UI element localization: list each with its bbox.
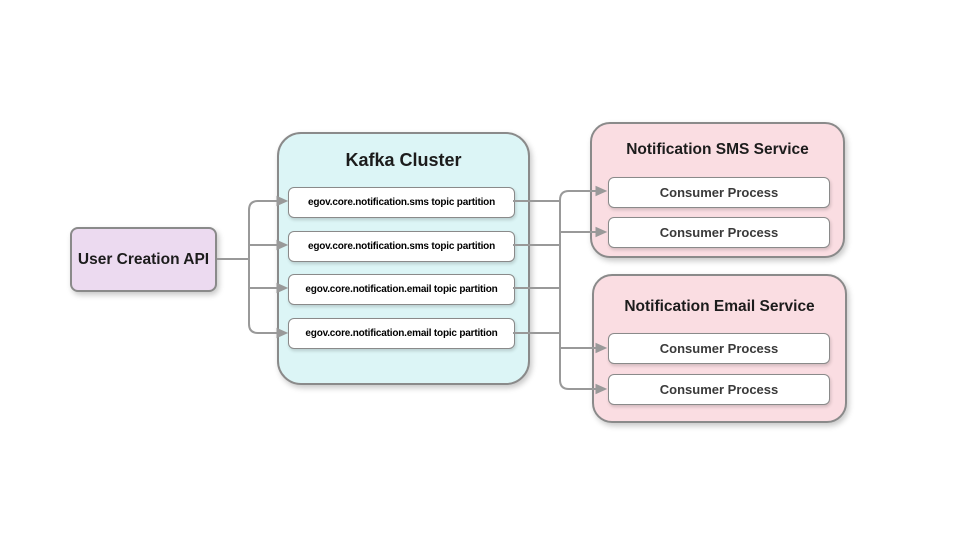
connector-left-trunk [248,200,279,334]
user-creation-api-node: User Creation API [70,227,217,292]
kafka-cluster-node: Kafka Cluster egov.core.notification.sms… [277,132,530,385]
notification-sms-service-node: Notification SMS Service Consumer Proces… [590,122,845,258]
email-consumer-process-2: Consumer Process [608,374,830,405]
email-service-title: Notification Email Service [624,298,815,315]
topic-partition-email-1: egov.core.notification.email topic parti… [288,274,515,305]
topic-partition-sms-1: egov.core.notification.sms topic partiti… [288,187,515,218]
user-creation-api-label: User Creation API [77,250,210,268]
notification-email-service-node: Notification Email Service Consumer Proc… [592,274,847,423]
topic-partition-sms-2: egov.core.notification.sms topic partiti… [288,231,515,262]
kafka-cluster-title: Kafka Cluster [345,150,462,170]
topic-partition-email-2: egov.core.notification.email topic parti… [288,318,515,349]
sms-consumer-process-2: Consumer Process [608,217,830,248]
sms-service-title: Notification SMS Service [626,141,809,158]
email-consumer-process-1: Consumer Process [608,333,830,364]
sms-consumer-process-1: Consumer Process [608,177,830,208]
